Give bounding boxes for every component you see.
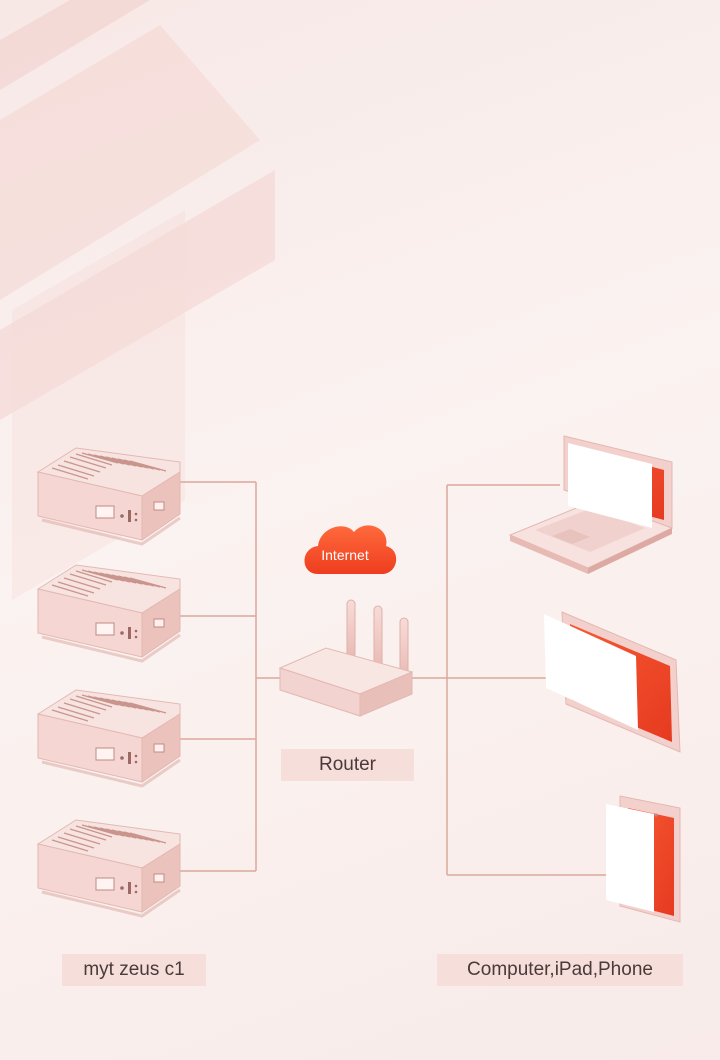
laptop-icon: [508, 435, 674, 574]
devices-label: Computer,iPad,Phone: [437, 954, 683, 986]
cloud-icon: Internet: [304, 525, 397, 574]
server-icon: [36, 688, 182, 788]
server-icon: [36, 563, 182, 663]
servers-label: myt zeus c1: [62, 954, 206, 986]
phone-icon: [606, 795, 681, 923]
tablet-icon: [544, 611, 681, 753]
server-icon: [36, 818, 182, 918]
router-label: Router: [281, 749, 414, 781]
router-icon: [278, 599, 414, 717]
cloud-label: Internet: [321, 547, 369, 563]
connection-lines: [180, 481, 610, 876]
